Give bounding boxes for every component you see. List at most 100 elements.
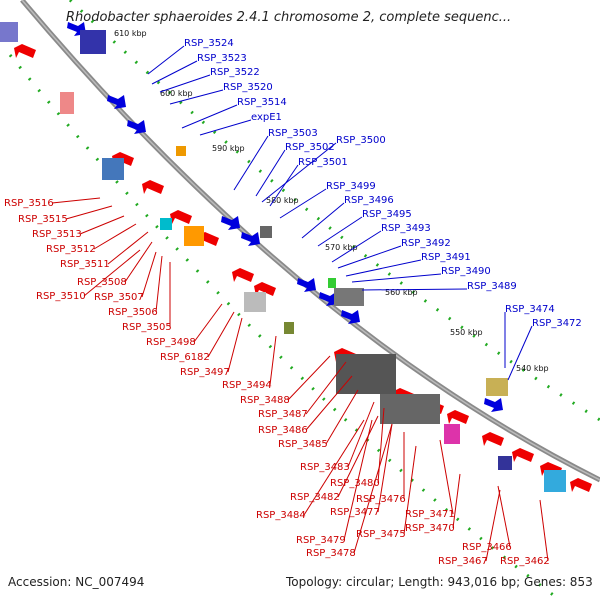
reverse-gene-label[interactable]: RSP_3477 [330,507,380,518]
reverse-gene-arrow[interactable] [232,268,254,282]
gene-feature-block[interactable] [260,226,272,238]
gene-feature-block[interactable] [486,378,508,396]
scale-label: 610 kbp [114,29,147,38]
gene-feature-block[interactable] [102,158,124,180]
forward-leader-line [269,164,299,207]
reverse-leader-line [347,401,375,468]
reverse-gene-label[interactable]: RSP_3484 [256,510,306,521]
forward-gene-arrow[interactable] [341,310,360,324]
reverse-gene-label[interactable]: RSP_3516 [4,198,54,209]
forward-gene-label[interactable]: RSP_3499 [326,181,376,192]
gene-feature-block[interactable] [0,22,18,42]
forward-gene-label[interactable]: RSP_3501 [298,157,348,168]
reverse-leader-line [124,241,153,283]
gene-feature-block[interactable] [334,288,364,306]
gene-labels[interactable]: RSP_3524RSP_3523RSP_3522RSP_3520RSP_3514… [4,38,582,567]
forward-gene-label[interactable]: RSP_3493 [381,223,431,234]
reverse-leader-line [51,197,101,204]
forward-gene-label[interactable]: RSP_3491 [421,252,471,263]
forward-gene-label[interactable]: RSP_3500 [336,135,386,146]
reverse-gene-arrow[interactable] [142,180,164,194]
forward-gene-label[interactable]: RSP_3492 [401,238,451,249]
reverse-gene-label[interactable]: RSP_3507 [94,292,144,303]
reverse-gene-label[interactable]: RSP_3513 [32,229,82,240]
reverse-gene-label[interactable]: RSP_3470 [405,523,455,534]
reverse-gene-arrow[interactable] [570,478,592,492]
scale-label: 560 kbp [385,288,418,297]
forward-gene-label[interactable]: RSP_3503 [268,128,318,139]
forward-gene-label[interactable]: RSP_3489 [467,281,517,292]
gene-feature-block[interactable] [160,218,172,230]
reverse-gene-arrow[interactable] [14,44,36,58]
forward-gene-label[interactable]: RSP_3523 [197,53,247,64]
reverse-gene-label[interactable]: RSP_3475 [356,529,406,540]
gene-feature-block[interactable] [244,292,266,312]
gene-feature-block[interactable] [544,470,566,492]
reverse-gene-arrow[interactable] [512,448,534,462]
reverse-gene-label[interactable]: RSP_3471 [405,509,455,520]
forward-gene-arrow[interactable] [297,278,316,292]
forward-gene-arrow[interactable] [241,232,260,246]
reverse-gene-label[interactable]: RSP_3479 [296,535,346,546]
gene-feature-block[interactable] [184,226,204,246]
gene-feature-block[interactable] [498,456,512,470]
reverse-leader-line [65,205,113,220]
reverse-gene-label[interactable]: RSP_3512 [46,244,96,255]
reverse-gene-arrow[interactable] [170,210,192,224]
reverse-gene-label[interactable]: RSP_3476 [356,494,406,505]
reverse-gene-label[interactable]: RSP_3487 [258,409,308,420]
reverse-gene-label[interactable]: RSP_3488 [240,395,290,406]
gene-feature-block[interactable] [60,92,74,114]
gene-feature-block[interactable] [284,322,294,334]
gene-feature-block[interactable] [80,30,106,54]
reverse-gene-label[interactable]: RSP_3498 [146,337,196,348]
reverse-gene-label[interactable]: RSP_3506 [108,307,158,318]
gene-feature-block[interactable] [336,354,396,394]
reverse-gene-label[interactable]: RSP_3486 [258,425,308,436]
scale-label: 580 kbp [266,196,299,205]
forward-gene-arrow[interactable] [221,216,240,230]
forward-gene-label[interactable]: RSP_3472 [532,318,582,329]
reverse-gene-label[interactable]: RSP_3467 [438,556,488,567]
reverse-gene-label[interactable]: RSP_3478 [306,548,356,559]
reverse-gene-label[interactable]: RSP_3497 [180,367,230,378]
reverse-leader-line [343,419,373,541]
forward-gene-label[interactable]: RSP_3495 [362,209,412,220]
reverse-gene-label[interactable]: RSP_3515 [18,214,68,225]
gene-feature-block[interactable] [176,146,186,156]
forward-gene-label[interactable]: RSP_3496 [344,195,394,206]
reverse-gene-label[interactable]: RSP_3494 [222,380,272,391]
forward-gene-arrow[interactable] [484,398,503,412]
reverse-gene-label[interactable]: RSP_3508 [77,277,127,288]
forward-gene-label[interactable]: expE1 [251,112,282,123]
forward-gene-label[interactable]: RSP_3514 [237,97,287,108]
reverse-leader-line [287,355,331,401]
topology-summary: Topology: circular; Length: 943,016 bp; … [286,575,593,589]
reverse-gene-arrow[interactable] [447,410,469,424]
forward-gene-label[interactable]: RSP_3524 [184,38,234,49]
forward-gene-arrow[interactable] [127,120,146,134]
gene-feature-block[interactable] [328,278,336,288]
reverse-gene-arrow[interactable] [482,432,504,446]
reverse-gene-label[interactable]: RSP_3462 [500,556,550,567]
reverse-gene-label[interactable]: RSP_6182 [160,352,210,363]
reverse-gene-label[interactable]: RSP_3466 [462,542,512,553]
reverse-gene-label[interactable]: RSP_3482 [290,492,340,503]
reverse-gene-arrow[interactable] [254,282,276,296]
reverse-gene-label[interactable]: RSP_3511 [60,259,110,270]
forward-gene-label[interactable]: RSP_3502 [285,142,335,153]
reverse-gene-label[interactable]: RSP_3480 [330,478,380,489]
reverse-gene-label[interactable]: RSP_3505 [122,322,172,333]
forward-gene-label[interactable]: RSP_3490 [441,266,491,277]
reverse-gene-label[interactable]: RSP_3483 [300,462,350,473]
gene-feature-block[interactable] [380,394,440,424]
forward-gene-arrow[interactable] [319,292,338,306]
reverse-gene-label[interactable]: RSP_3510 [36,291,86,302]
forward-gene-arrow[interactable] [107,95,126,109]
forward-gene-label[interactable]: RSP_3474 [505,304,555,315]
forward-gene-label[interactable]: RSP_3522 [210,67,260,78]
reverse-gene-label[interactable]: RSP_3485 [278,439,328,450]
forward-gene-label[interactable]: RSP_3520 [223,82,273,93]
gene-feature-block[interactable] [444,424,460,444]
